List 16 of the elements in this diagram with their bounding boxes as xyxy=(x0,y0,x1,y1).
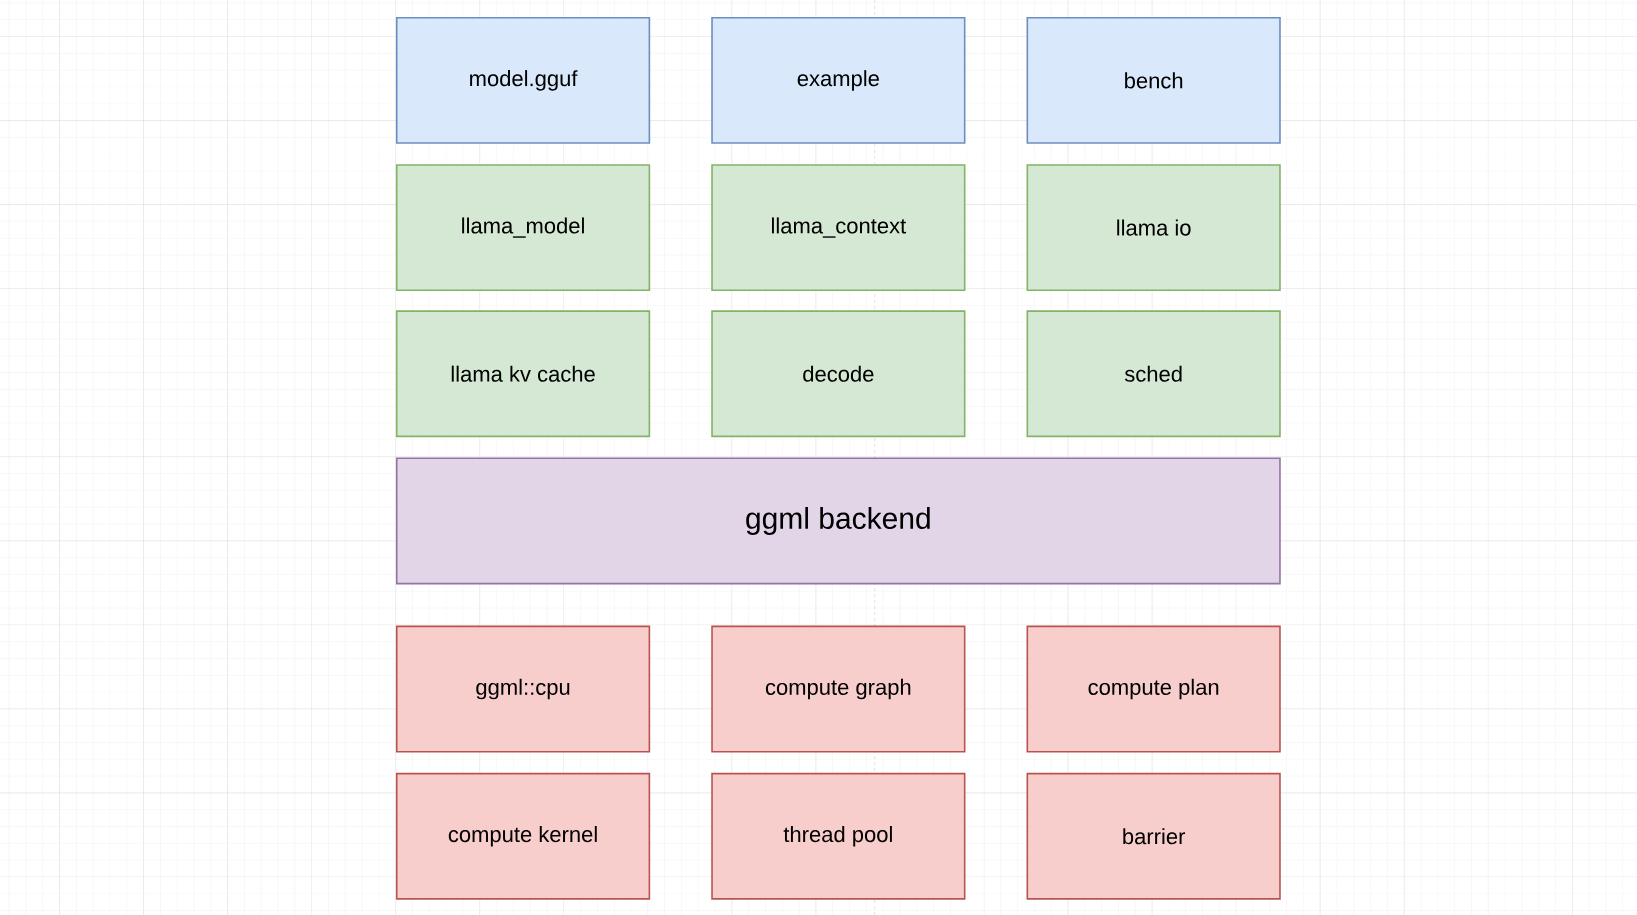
process-box: sched xyxy=(1026,310,1281,438)
process-box: example xyxy=(711,16,966,144)
process-box: llama_model xyxy=(395,164,651,292)
process-box: ggml backend xyxy=(395,457,1281,585)
process-box: llama io xyxy=(1026,164,1281,292)
process-box: decode xyxy=(711,310,966,438)
process-box: barrier xyxy=(1026,772,1281,900)
process-box: model.gguf xyxy=(395,16,651,144)
process-box: llama_context xyxy=(711,164,966,292)
process-box: bench xyxy=(1026,16,1281,144)
process-box: compute kernel xyxy=(395,772,651,900)
process-box: llama kv cache xyxy=(395,310,651,438)
process-box: ggml::cpu xyxy=(395,625,651,753)
process-box: compute graph xyxy=(711,625,966,753)
process-box: thread pool xyxy=(711,772,966,900)
process-box: compute plan xyxy=(1026,625,1281,753)
